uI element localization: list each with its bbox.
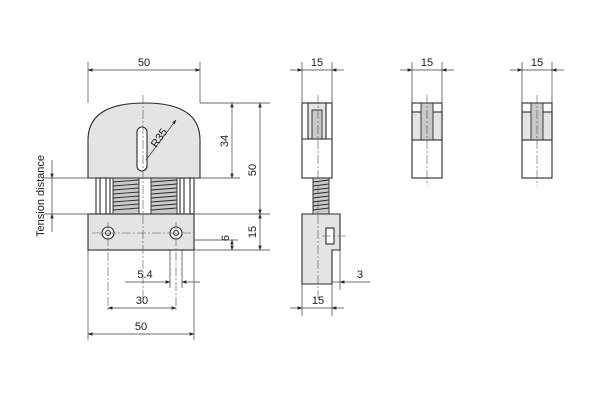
spring-right [150, 177, 178, 215]
side-view-b-dimensions: 15 [400, 57, 454, 103]
guide-column-right [179, 177, 195, 215]
dim-hole-5-4: 5.4 [137, 269, 152, 281]
dim-side-width-b: 15 [421, 57, 433, 69]
dim-side-width-c: 15 [531, 57, 543, 69]
side-view-dimensions: 15 15 3 [290, 57, 370, 316]
side-bracket [301, 213, 341, 285]
dim-width-top: 50 [138, 57, 150, 69]
slot [136, 126, 148, 172]
dim-hole-pitch-30: 30 [136, 295, 148, 307]
guide-column-left [95, 177, 111, 215]
side-view-assembly [301, 95, 348, 300]
radius-leader [145, 119, 177, 161]
spring-left [112, 177, 140, 215]
dim-height-34: 34 [219, 135, 231, 147]
side-view-c-dimensions: 15 [510, 57, 564, 103]
front-dimensions: 50 R35 34 50 15 6 5.4 30 50 [35, 57, 270, 340]
dim-side-bottom-width: 15 [312, 295, 324, 307]
dim-width-bottom: 50 [135, 321, 147, 333]
front-view [87, 95, 201, 310]
dim-height-15: 15 [247, 226, 259, 238]
side-view-c [521, 95, 553, 186]
dim-height-6: 6 [220, 235, 232, 241]
dim-side-width-a: 15 [311, 57, 323, 69]
dim-side-offset-3: 3 [357, 269, 363, 281]
side-view-b [411, 95, 443, 186]
dim-tension-distance: Tension distance [35, 155, 47, 237]
dim-height-50: 50 [247, 164, 259, 176]
side-spring [312, 177, 330, 215]
